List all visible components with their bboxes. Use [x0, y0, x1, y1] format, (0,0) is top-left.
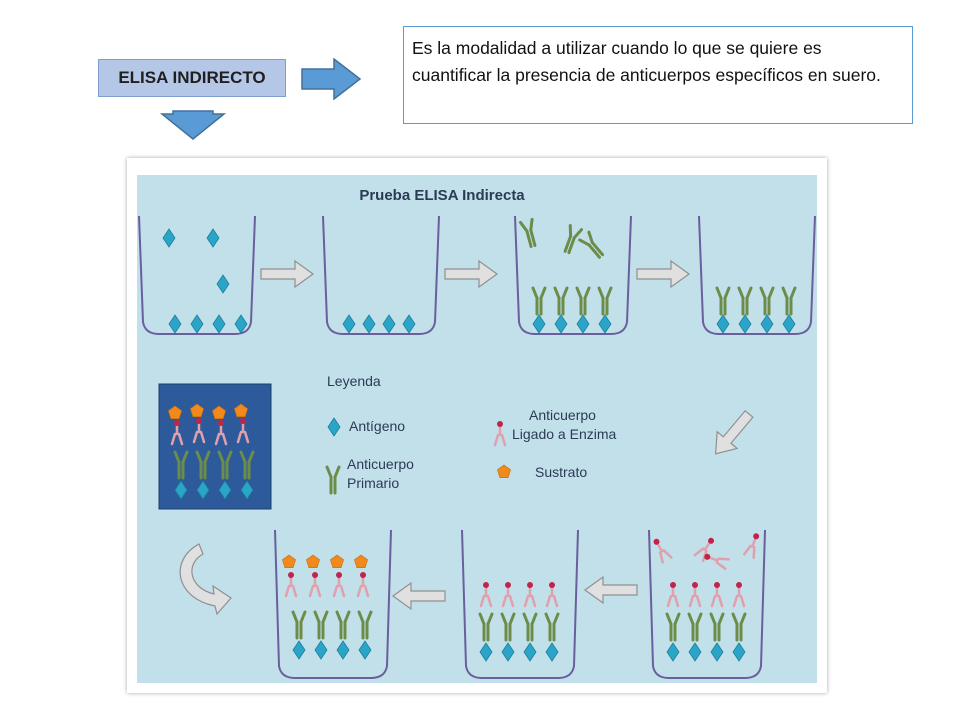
diagram-title: Prueba ELISA Indirecta [359, 187, 525, 204]
well-4 [698, 215, 816, 335]
result-plate [158, 383, 272, 510]
legend-enzyme-label-2: Ligado a Enzima [512, 426, 617, 442]
well-2 [322, 215, 440, 335]
arrow-right-icon [301, 58, 362, 100]
curved-arrow-icon [179, 543, 232, 616]
well-3 [514, 215, 632, 335]
legend-primary-label-1: Anticuerpo [347, 456, 414, 472]
legend-heading: Leyenda [327, 373, 381, 389]
arrow-down-icon [160, 110, 226, 140]
well-8 [648, 529, 766, 679]
legend-primary-label-2: Primario [347, 475, 399, 491]
description-box: Es la modalidad a utilizar cuando lo que… [403, 26, 913, 124]
legend-substrate-label: Sustrato [535, 464, 587, 480]
legend-enzyme-label-1: Anticuerpo [529, 407, 596, 423]
well-7 [461, 529, 579, 679]
well-1 [138, 215, 256, 335]
elisa-indirecto-label: ELISA INDIRECTO [98, 59, 286, 97]
legend: Leyenda Antígeno Anticuerpo Primario Ant… [325, 373, 617, 495]
legend-antigen-label: Antígeno [349, 418, 405, 434]
well-6 [274, 529, 392, 679]
elisa-diagram: Prueba ELISA Indirecta [137, 175, 817, 683]
description-text: Es la modalidad a utilizar cuando lo que… [412, 38, 881, 85]
elisa-diagram-figure: Prueba ELISA Indirecta [127, 158, 827, 693]
